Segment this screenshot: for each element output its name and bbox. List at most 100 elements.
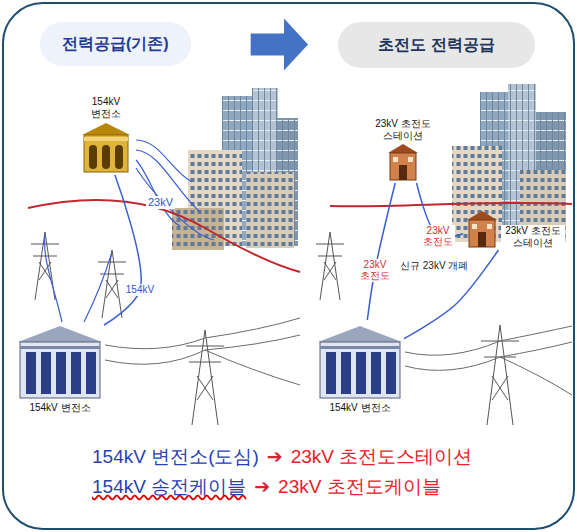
cable-voltage-label: 154kV [125, 284, 155, 296]
summary-text: 154kV 변전소(도심) [92, 444, 259, 470]
superconducting-cable [367, 183, 395, 320]
station-icon [318, 322, 402, 400]
urban-substation: 154kV 변전소 [78, 96, 134, 173]
roof [388, 144, 418, 153]
switch-label: 신규 23kV 개폐 [398, 260, 470, 272]
section-heading-pill: 초전도 전력공급 [338, 22, 535, 68]
roof [467, 211, 497, 220]
station-icon [78, 121, 134, 173]
summary-text: 23kV 초전도스테이션 [291, 444, 473, 470]
distribution-cables [136, 140, 214, 240]
transmission-tower [186, 330, 224, 425]
window [393, 157, 398, 162]
arch [102, 145, 110, 169]
cable [84, 252, 112, 322]
transmission-tower [481, 325, 519, 425]
right-towers [316, 232, 519, 425]
door [478, 232, 486, 247]
transformer [371, 352, 381, 394]
power-line [105, 318, 300, 349]
station-label: 23kV 초전도 스테이션 [371, 118, 435, 141]
power-line [405, 342, 572, 370]
transformer [56, 352, 66, 394]
power-line [405, 326, 572, 355]
roof [18, 326, 102, 342]
transmission-cable [104, 175, 141, 325]
apartment-windows [246, 172, 294, 248]
window [408, 157, 413, 162]
transition-arrow [251, 19, 308, 71]
station-label: 154kV 변전소 [86, 96, 126, 119]
station-label: 154kV 변전소 [327, 402, 392, 414]
station-icon [465, 210, 499, 248]
transmission-tower [98, 250, 126, 318]
left-power-lines [105, 318, 300, 385]
superconducting-station: 23kV 초전도 스테이션 [371, 118, 435, 181]
outer-frame [3, 3, 574, 529]
summary-row: 154kV 변전소(도심)➔23kV 초전도스테이션 [92, 444, 472, 470]
cable [136, 140, 192, 182]
right-power-lines [405, 326, 572, 395]
cornice [84, 137, 128, 141]
district-boundary [28, 200, 300, 272]
low-building-windows [172, 208, 224, 250]
section-heading: 초전도 전력공급 [378, 35, 494, 56]
transformer [356, 352, 366, 394]
section-heading-pill: 전력공급(기존) [40, 22, 191, 66]
summary-arrow: ➔ [254, 475, 270, 498]
cable [136, 160, 180, 226]
summary-text: 23kV 초전도케이블 [278, 474, 441, 500]
power-line [105, 335, 300, 364]
cable-voltage-label: 23kV 초전도 [358, 259, 392, 282]
building-body [469, 220, 495, 247]
station-icon [18, 322, 102, 400]
roof [82, 123, 130, 135]
transformer [341, 352, 351, 394]
building-body [20, 342, 100, 398]
station-label: 154kV 변전소 [27, 402, 92, 414]
transformer [41, 352, 51, 394]
transformer [26, 352, 36, 394]
cable-voltage-label: 23kV 초전도 [421, 225, 455, 248]
apartment-building [246, 172, 294, 248]
right-city [452, 84, 566, 242]
arch [115, 145, 123, 169]
busbar [320, 346, 400, 349]
substation: 154kV 변전소 [18, 322, 102, 414]
district-boundary [330, 203, 572, 206]
roof [318, 326, 402, 342]
building-body [84, 135, 128, 172]
transformer [71, 352, 81, 394]
power-line [500, 357, 572, 395]
voltage-label: 23kV [146, 196, 175, 209]
superconducting-station: 23kV 초전도 스테이션 [465, 210, 565, 248]
station-icon [386, 143, 420, 181]
building-body [320, 342, 400, 398]
cable [136, 168, 214, 240]
summary-text: 154kV 송전케이블 [92, 474, 246, 500]
transformer [386, 352, 396, 394]
transmission-tower [316, 232, 344, 300]
busbar [20, 346, 100, 349]
door [399, 165, 407, 180]
power-line [205, 350, 300, 385]
left-city [172, 88, 298, 250]
cable [45, 234, 62, 322]
section-heading: 전력공급(기존) [62, 34, 169, 55]
substation: 154kV 변전소 [318, 322, 402, 414]
building-body [390, 153, 416, 180]
low-building [172, 208, 224, 250]
window [487, 224, 492, 229]
arch [89, 145, 97, 169]
transformer [86, 352, 96, 394]
station-label: 23kV 초전도 스테이션 [501, 225, 565, 248]
summary-row: 154kV 송전케이블 ➔ 23kV 초전도케이블 [92, 474, 441, 500]
transformer [326, 352, 336, 394]
window [472, 224, 477, 229]
